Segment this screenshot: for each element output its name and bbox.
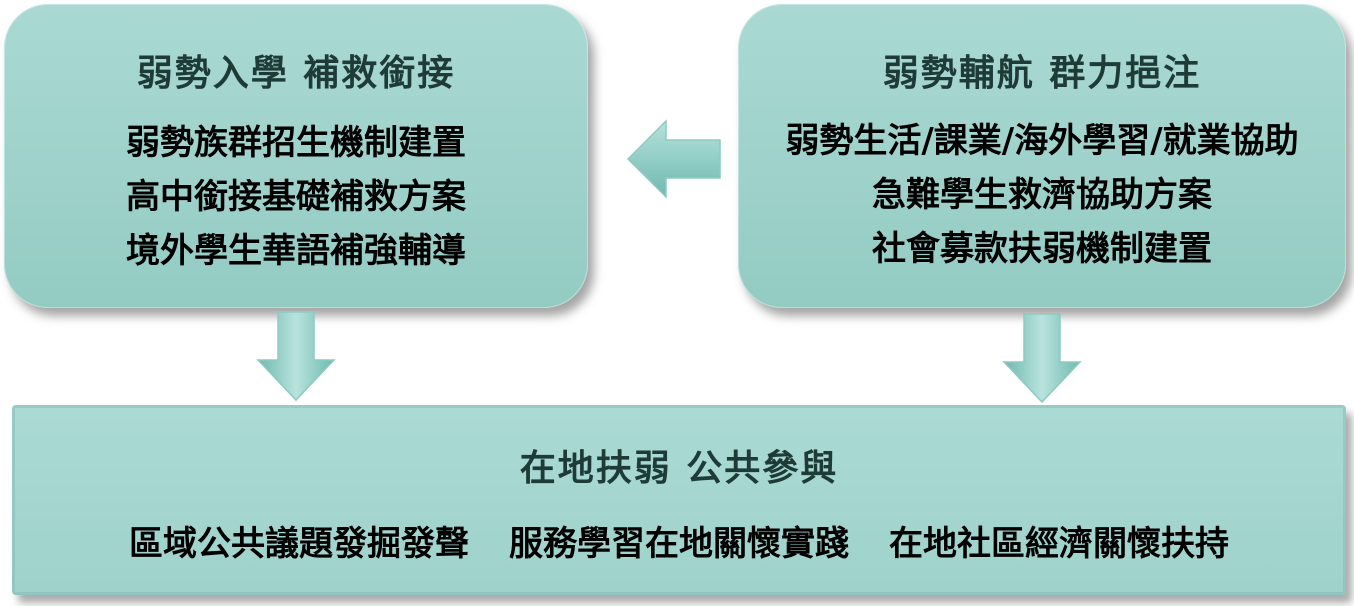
right-box: 弱勢輔航 群力挹注 弱勢生活/課業/海外學習/就業協助 急難學生救濟協助方案 社… (738, 4, 1346, 308)
right-box-item: 急難學生救濟協助方案 (872, 175, 1212, 215)
bottom-box-item: 在地社區經濟關懷扶持 (889, 524, 1229, 564)
left-box: 弱勢入學 補救銜接 弱勢族群招生機制建置 高中銜接基礎補救方案 境外學生華語補強… (4, 4, 588, 308)
bottom-box-title: 在地扶弱 公共參與 (519, 448, 839, 489)
bottom-box-item: 區域公共議題發掘發聲 (129, 524, 469, 564)
arrow-down-icon (256, 311, 336, 402)
left-box-item: 弱勢族群招生機制建置 (126, 123, 466, 163)
right-box-item: 社會募款扶弱機制建置 (872, 229, 1212, 269)
arrow-down-icon (1002, 313, 1082, 404)
right-box-title: 弱勢輔航 群力挹注 (882, 53, 1202, 94)
left-box-item: 境外學生華語補強輔導 (126, 231, 466, 271)
left-box-item: 高中銜接基礎補救方案 (126, 177, 466, 217)
bottom-box-item: 服務學習在地關懷實踐 (509, 524, 849, 564)
bottom-box: 在地扶弱 公共參與 區域公共議題發掘發聲 服務學習在地關懷實踐 在地社區經濟關懷… (12, 405, 1346, 595)
bottom-box-items: 區域公共議題發掘發聲 服務學習在地關懷實踐 在地社區經濟關懷扶持 (129, 519, 1229, 569)
right-box-item: 弱勢生活/課業/海外學習/就業協助 (785, 121, 1299, 161)
left-box-title: 弱勢入學 補救銜接 (136, 53, 456, 94)
arrow-left-icon (626, 119, 721, 199)
